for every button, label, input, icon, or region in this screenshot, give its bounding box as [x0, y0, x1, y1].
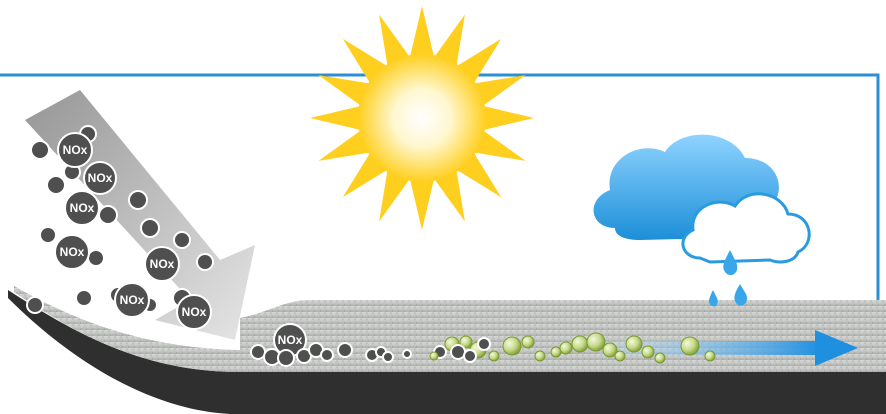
pollutant-particle [464, 350, 476, 362]
converted-particle [681, 337, 699, 355]
converted-particle [560, 342, 572, 354]
pollutant-particle [174, 232, 190, 248]
pollutant-particle [76, 290, 92, 306]
converted-particle [626, 336, 642, 352]
converted-particle [522, 336, 534, 348]
nox-label: NOx [182, 305, 207, 319]
pollutant-particle [88, 250, 104, 266]
converted-particle [642, 346, 654, 358]
converted-particle [615, 351, 625, 361]
nox-label: NOx [120, 293, 145, 307]
pollutant-particle [478, 338, 490, 350]
pollutant-particle [197, 254, 213, 270]
pollutant-particle [383, 352, 393, 362]
converted-particle [535, 351, 545, 361]
pollutant-particle [99, 206, 117, 224]
converted-particle [430, 352, 438, 360]
sun-icon [310, 6, 534, 230]
nox-label: NOx [70, 201, 95, 215]
pollutant-particle [278, 350, 294, 366]
converted-particle [503, 337, 521, 355]
pollutant-particle [321, 349, 333, 361]
pollutant-particle [27, 297, 43, 313]
pollutant-particle [251, 345, 265, 359]
nox-label: NOx [88, 171, 113, 185]
pollutant-particle [129, 191, 147, 209]
rain-cloud-icon [594, 135, 810, 262]
nox-label: NOx [63, 143, 88, 157]
nox-label: NOx [60, 245, 85, 259]
pollutant-particle [47, 176, 65, 194]
raindrop-icon [709, 290, 718, 306]
pollutant-particle [141, 219, 159, 237]
converted-particle [705, 351, 715, 361]
converted-particle [587, 333, 605, 351]
raindrop-icon [734, 284, 747, 306]
pollutant-particle [31, 141, 49, 159]
pollutant-particle [451, 345, 465, 359]
nox-label: NOx [278, 333, 303, 347]
converted-particle [551, 347, 561, 357]
converted-particle [489, 351, 499, 361]
pollutant-particle [40, 227, 56, 243]
pollutant-particle [403, 350, 411, 358]
nox-label: NOx [150, 257, 175, 271]
converted-particle [655, 353, 665, 363]
converted-particle [572, 336, 588, 352]
pollutant-particle [338, 343, 352, 357]
sun-core [358, 54, 486, 182]
